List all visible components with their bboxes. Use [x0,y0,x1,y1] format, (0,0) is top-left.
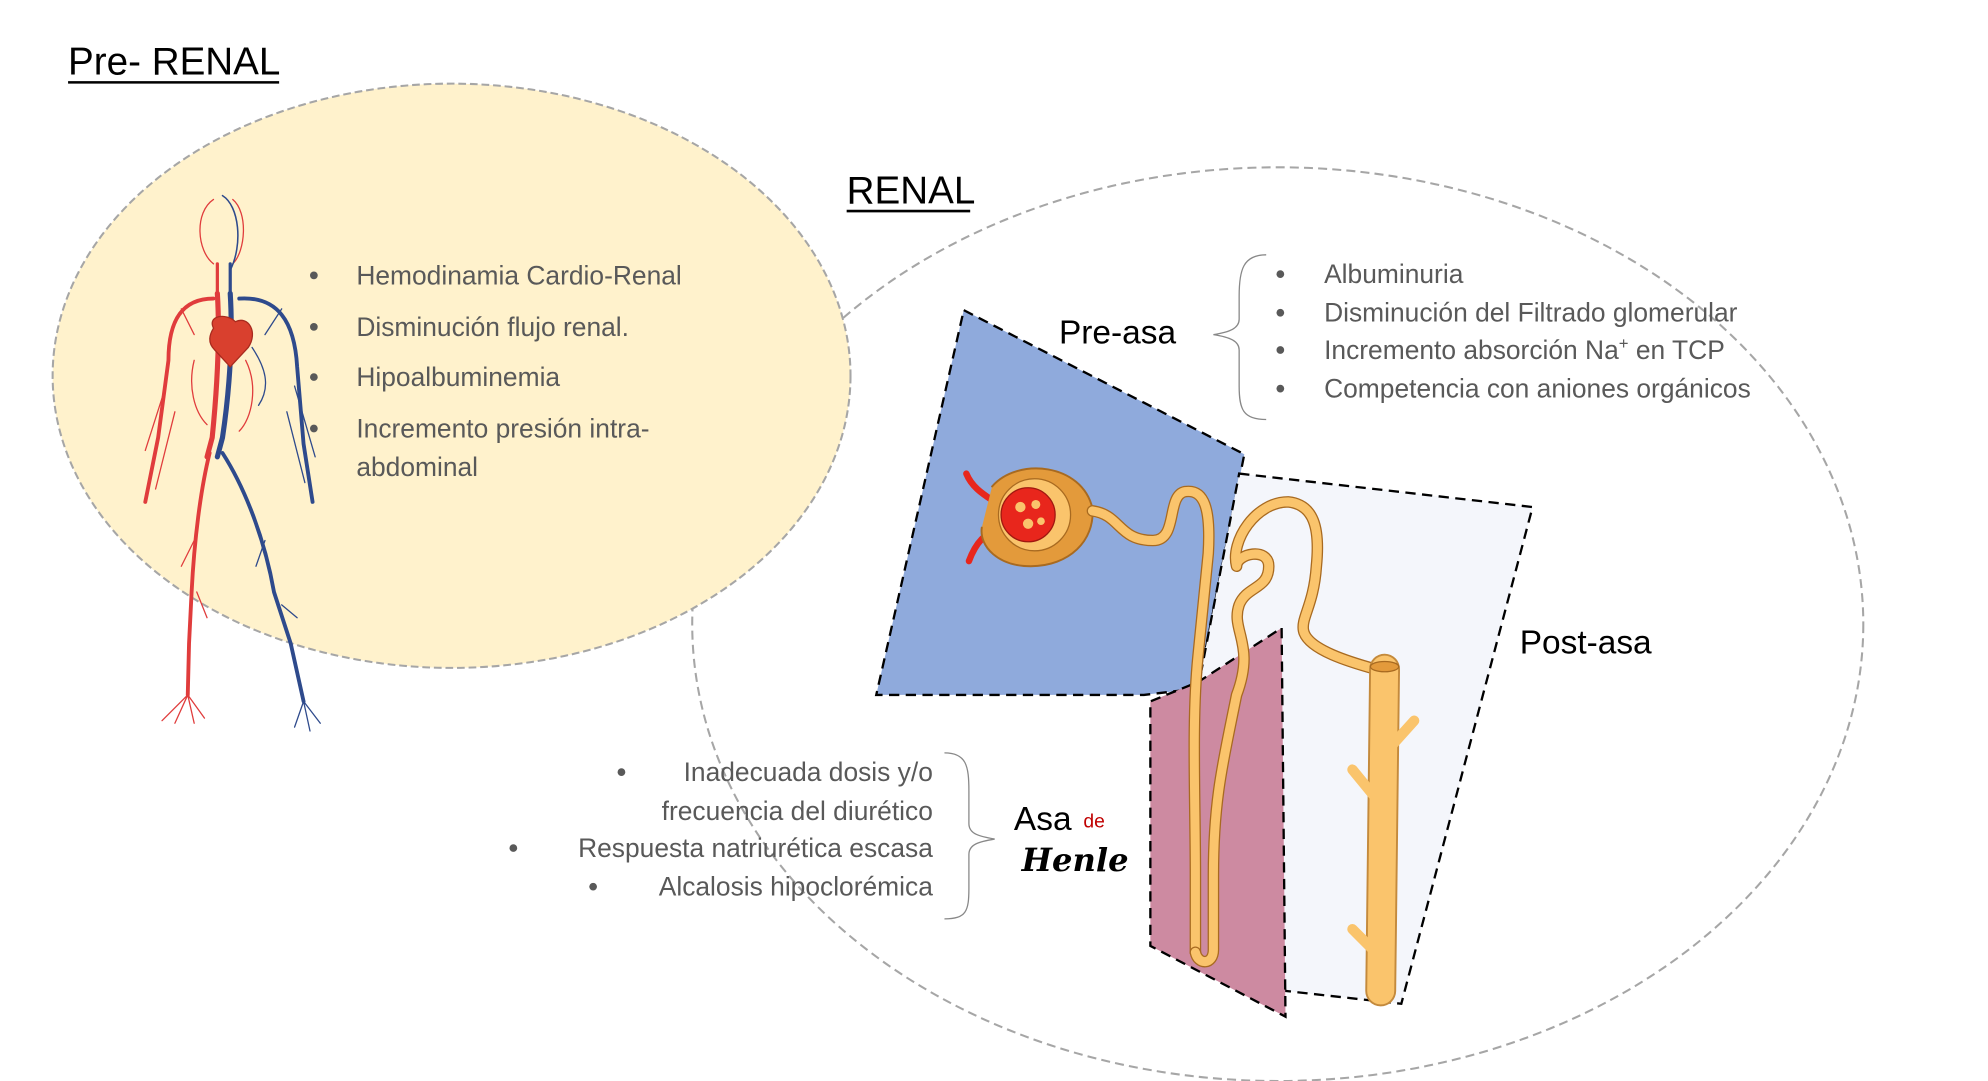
prerenal-bullet-2: Disminución flujo renal. [356,312,629,342]
pre-asa-bullet-list: Albuminuria Disminución del Filtrado glo… [1276,259,1751,404]
bullet-dot [310,373,318,381]
bullet-dot [310,271,318,280]
nephron-icon [963,467,1420,1007]
prerenal-bullet-4: Incremento presión intra- [356,414,649,444]
de-label: de [1083,811,1104,832]
bullet-dot [310,424,318,433]
pre-asa-label: Pre-asa [1059,315,1176,352]
pre-asa-bullet-3: Incremento absorción Na+ en TCP [1324,334,1725,365]
post-asa-label: Post-asa [1520,625,1652,662]
bullet-dot [617,768,626,777]
prerenal-bullet-4-cont: abdominal [356,452,478,482]
asa-henle-bullet-1: Inadecuada dosis y/o [684,757,933,787]
circulatory-system-icon [143,194,321,732]
bullet-dot [1276,346,1285,354]
prerenal-bullet-1: Hemodinamia Cardio-Renal [356,260,681,290]
asa-label: Asa [1014,801,1072,838]
bullet-dot [1276,308,1285,317]
asa-henle-label: Asa de Henle [1014,801,1129,879]
pre-asa-bullet-2: Disminución del Filtrado glomerular [1324,298,1738,328]
bullet-dot [1276,384,1285,393]
prerenal-region-ellipse [51,82,852,669]
prerenal-bullet-list: Hemodinamia Cardio-Renal Disminución flu… [310,260,682,482]
bullet-dot [310,323,318,331]
pre-asa-bullet-3-suffix: en TCP [1629,335,1725,365]
pre-asa-bullet-1: Albuminuria [1324,259,1464,289]
renal-title: RENAL [847,169,976,212]
asa-henle-brace-icon [944,752,995,920]
asa-henle-bullet-list: Inadecuada dosis y/o frecuencia del diur… [509,757,933,902]
bullet-dot [1276,270,1285,278]
asa-henle-bullet-1-cont: frecuencia del diurético [662,796,933,826]
bullet-dot [509,844,518,852]
asa-henle-bullet-2: Respuesta natriurética escasa [578,833,933,863]
bullet-dot [589,882,597,891]
prerenal-bullet-3: Hipoalbuminemia [356,362,560,392]
asa-henle-bullet-3: Alcalosis hipoclorémica [659,872,933,902]
renal-region-ellipse [691,166,1865,1081]
pre-asa-brace-icon [1213,254,1267,421]
pre-asa-bullet-3-main: Incremento absorción Na [1324,335,1619,365]
na-superscript: + [1619,334,1629,353]
henle-label: Henle [1021,841,1129,879]
pre-asa-bullet-4: Competencia con aniones orgánicos [1324,374,1751,404]
prerenal-title: Pre- RENAL [68,41,280,84]
